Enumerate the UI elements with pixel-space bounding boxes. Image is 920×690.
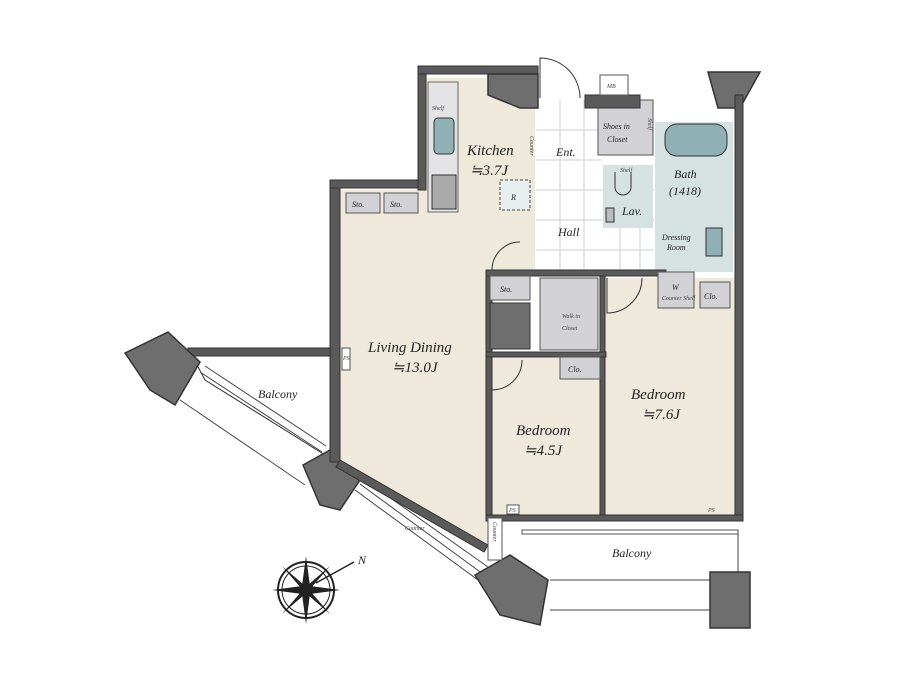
balcony-pillar xyxy=(302,449,361,511)
bedroom-large-door[interactable] xyxy=(606,277,643,314)
washer-space xyxy=(657,271,695,309)
counter-label: Counter xyxy=(405,526,425,532)
meter-box-label: MB xyxy=(606,84,616,90)
bedroom-small-label: Bedroom xyxy=(516,423,571,439)
bathtub-icon xyxy=(664,123,728,157)
balcony-bottom-label: Balcony xyxy=(612,546,652,560)
counter-label: Counter xyxy=(528,136,534,156)
shelf-label: Shelf xyxy=(620,167,633,174)
balcony-pillar xyxy=(123,331,201,407)
pipe-space-label: PS xyxy=(707,508,715,514)
refrigerator-space xyxy=(499,179,531,211)
refrigerator-label: R xyxy=(510,193,516,202)
kitchen-counter: Shelf xyxy=(427,81,459,213)
kitchen-label: Kitchen xyxy=(466,143,514,159)
balcony-left: Balcony xyxy=(123,331,361,511)
balcony-left-label: Balcony xyxy=(258,387,298,401)
sink-icon xyxy=(433,117,455,155)
balcony-bottom: Balcony xyxy=(521,529,739,611)
meter-box xyxy=(599,74,629,96)
counter-label: Counter xyxy=(491,522,497,542)
storage-label: Sto. xyxy=(500,285,512,294)
pipe-space xyxy=(341,347,351,371)
shoes-closet-label: Closet xyxy=(607,135,628,144)
bedroom-large-label: Bedroom xyxy=(631,387,686,403)
bedroom-small-area: ≒4.5J xyxy=(524,443,563,459)
dressing-room-label: Dressing xyxy=(661,233,691,242)
counter xyxy=(487,517,503,561)
washer-label: W xyxy=(672,283,680,292)
hall-door[interactable] xyxy=(491,241,521,271)
bedroom-small-door[interactable] xyxy=(491,359,523,391)
bedroom-large-area: ≒7.6J xyxy=(642,407,681,423)
pipe-space-label: PS xyxy=(508,508,516,514)
kitchen-area: ≒3.7J xyxy=(470,163,509,179)
storage-2 xyxy=(383,192,419,214)
storage-1 xyxy=(345,192,381,214)
storage-label: Sto. xyxy=(390,200,402,209)
storage-3 xyxy=(489,275,531,301)
closet-1 xyxy=(559,356,601,380)
bath-size: (1418) xyxy=(669,184,701,198)
lavatory-label: Lav. xyxy=(621,204,642,218)
living-dining-area: ≒13.0J xyxy=(392,360,439,376)
stove-icon xyxy=(431,174,457,210)
compass-icon: N xyxy=(272,553,367,624)
living-dining-label: Living Dining xyxy=(367,340,452,356)
walk-in-closet xyxy=(539,277,599,351)
hall-label: Hall xyxy=(557,225,580,239)
shelf-label: Shelf xyxy=(646,118,653,131)
bath-label: Bath xyxy=(674,167,697,181)
pipe-space xyxy=(506,504,520,515)
entrance-door[interactable] xyxy=(539,57,581,99)
walk-in-closet-label: Closet xyxy=(562,326,578,332)
north-label: N xyxy=(357,553,367,567)
bedroom-large-floor xyxy=(605,278,735,515)
closet-2 xyxy=(699,281,731,309)
walls xyxy=(329,65,762,629)
walk-in-closet-label: Walk in xyxy=(562,314,580,320)
storage-label: Sto. xyxy=(352,200,364,209)
shoes-closet-label: Shoes in xyxy=(603,122,630,131)
washer-shelf-label: Counter Shelf xyxy=(662,295,696,302)
closet-label: Clo. xyxy=(704,292,718,301)
dressing-room-label: Room xyxy=(666,243,686,252)
toilet-icon xyxy=(614,172,632,196)
column xyxy=(489,302,531,350)
closet-label: Clo. xyxy=(568,365,582,374)
bedroom-small-floor xyxy=(492,358,602,515)
pipe-space-label: PS xyxy=(342,356,350,362)
entrance-label: Ent. xyxy=(555,145,576,159)
shelf-label: Shelf xyxy=(432,105,445,112)
washbasin-icon xyxy=(705,227,723,257)
toilet-paper-icon xyxy=(605,207,615,223)
